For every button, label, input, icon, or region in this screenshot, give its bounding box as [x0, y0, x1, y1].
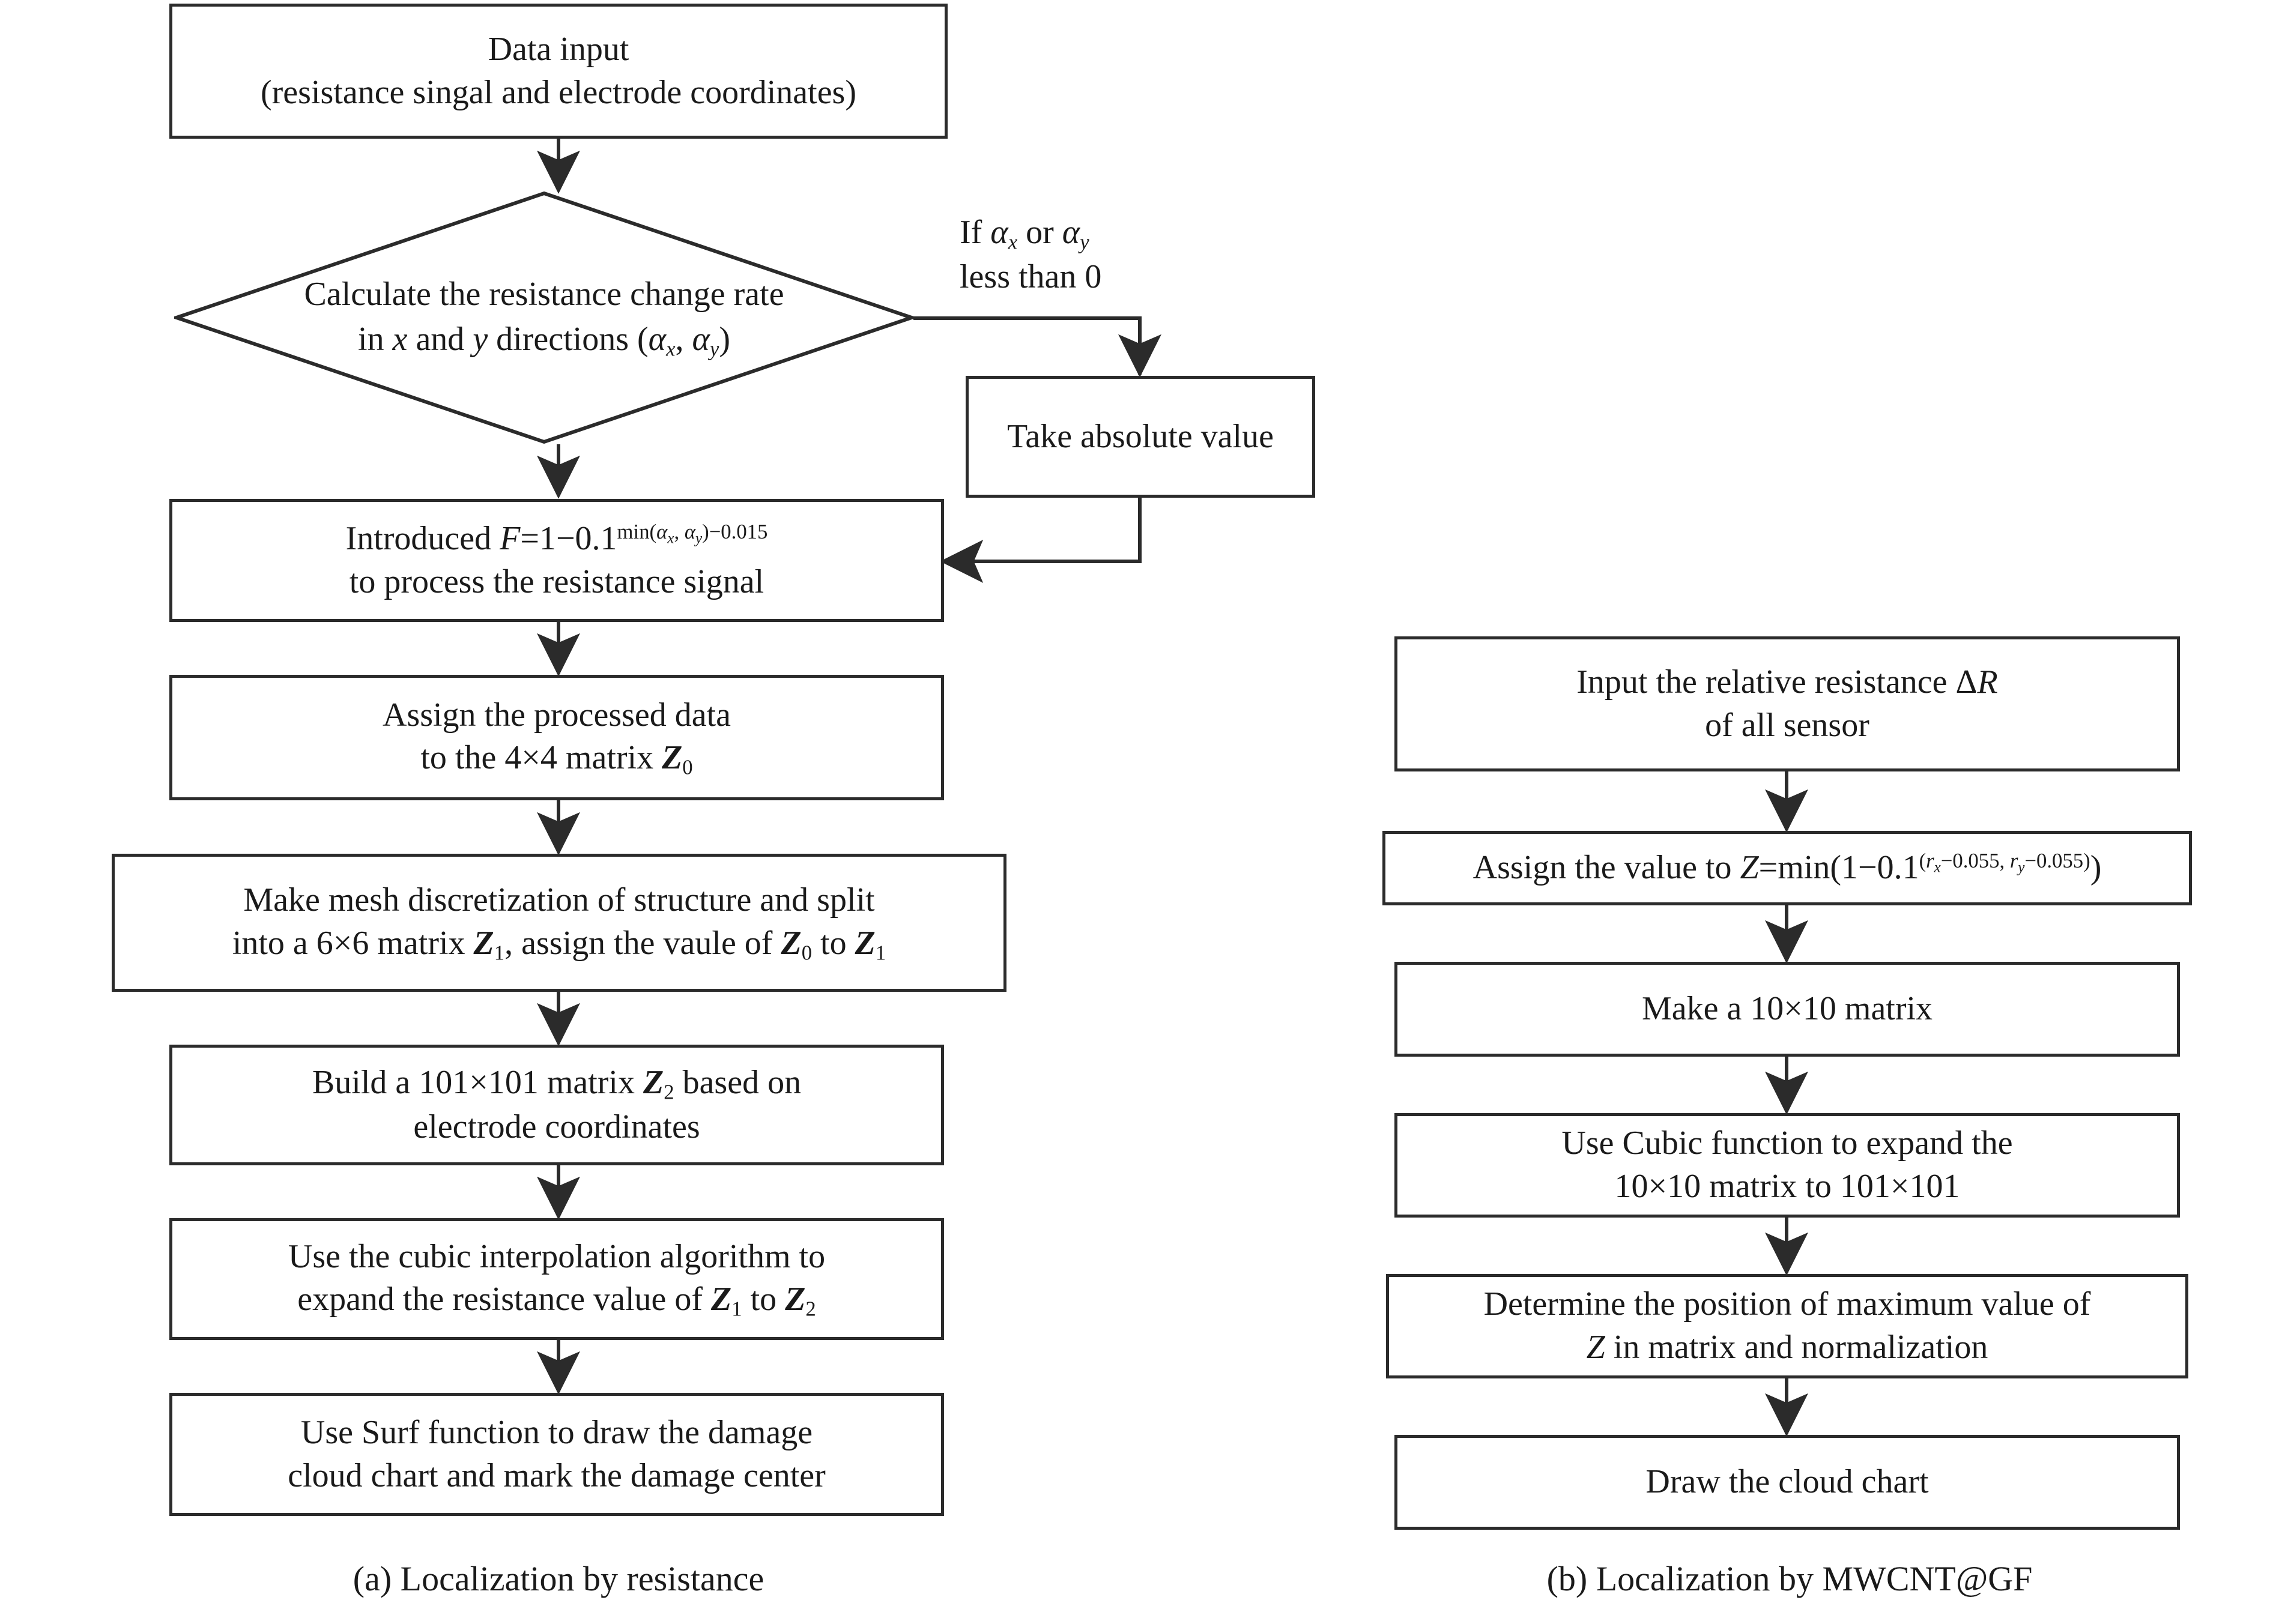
node-draw-cloud-chart[interactable]: Draw the cloud chart [1394, 1435, 2180, 1530]
text-line: Use the cubic interpolation algorithm to [288, 1237, 826, 1275]
node-calculate-change-rate-text: Calculate the resistance change rate in … [263, 272, 825, 363]
node-build-101-matrix-text: Build a 101×101 matrix Z2 based on elect… [181, 1061, 933, 1149]
text-line: to the 4×4 matrix Z0 [420, 739, 693, 779]
text-line: Input the relative resistance ΔR [1576, 663, 1998, 701]
node-make-10x10-matrix[interactable]: Make a 10×10 matrix [1394, 962, 2180, 1057]
text-line: electrode coordinates [413, 1108, 700, 1146]
node-mesh-discretization[interactable]: Make mesh discretization of structure an… [112, 854, 1006, 992]
text-line: Use Cubic function to expand the [1561, 1124, 2013, 1162]
node-input-relative-resistance[interactable]: Input the relative resistance ΔR of all … [1394, 636, 2180, 771]
text-line: Data input [488, 30, 629, 68]
text-line: Use Surf function to draw the damage [300, 1413, 813, 1451]
text-line: Assign the processed data [382, 696, 731, 734]
text-line: (resistance singal and electrode coordin… [260, 73, 856, 111]
node-assign-value-z-text: Assign the value to Z=min(1−0.1(rx−0.055… [1394, 847, 2181, 890]
caption-panel-b: (b) Localization by MWCNT@GF [1546, 1559, 2033, 1598]
caption-panel-a: (a) Localization by resistance [353, 1559, 764, 1598]
text-line: Assign the value to Z=min(1−0.1(rx−0.055… [1472, 849, 2102, 887]
text-line: expand the resistance value of Z1 to Z2 [297, 1281, 816, 1321]
text-line: cloud chart and mark the damage center [288, 1456, 826, 1494]
edge-a3-a4 [940, 498, 1142, 583]
node-cubic-expand[interactable]: Use Cubic function to expand the 10×10 m… [1394, 1113, 2180, 1218]
node-data-input[interactable]: Data input (resistance singal and electr… [169, 4, 948, 139]
node-cubic-interpolation-text: Use the cubic interpolation algorithm to… [181, 1236, 933, 1323]
exponent: (rx−0.055, ry−0.055) [1919, 849, 2090, 876]
node-take-absolute-value-text: Take absolute value [1007, 417, 1274, 455]
node-take-absolute-value[interactable]: Take absolute value [966, 376, 1315, 498]
node-data-input-text: Data input (resistance singal and electr… [181, 28, 936, 114]
text-line: Determine the position of maximum value … [1483, 1285, 2091, 1323]
node-surf-draw-damage[interactable]: Use Surf function to draw the damage clo… [169, 1393, 944, 1516]
text-line: Z in matrix and normalization [1586, 1329, 1988, 1366]
text-line: 10×10 matrix to 101×101 [1614, 1168, 1960, 1205]
text-line: Calculate the resistance change rate [304, 275, 784, 313]
text-line: less than 0 [960, 258, 1102, 296]
node-make-10x10-matrix-text: Make a 10×10 matrix [1641, 990, 1933, 1028]
node-assign-processed-data-text: Assign the processed data to the 4×4 mat… [181, 694, 933, 782]
node-draw-cloud-chart-text: Draw the cloud chart [1645, 1463, 1929, 1501]
edge-a2-a3 [913, 316, 1161, 378]
text-line: Make mesh discretization of structure an… [243, 881, 875, 919]
node-assign-processed-data[interactable]: Assign the processed data to the 4×4 mat… [169, 675, 944, 800]
edge-label-if-alpha-less-than-zero: If αx or αy less than 0 [960, 211, 1101, 299]
node-build-101-matrix[interactable]: Build a 101×101 matrix Z2 based on elect… [169, 1045, 944, 1165]
text-line: into a 6×6 matrix Z1, assign the vaule o… [232, 924, 886, 965]
node-input-relative-resistance-text: Input the relative resistance ΔR of all … [1406, 661, 2169, 747]
text-line: Introduced F=1−0.1min(αx, αy)−0.015 [345, 519, 768, 557]
text-line: to process the resistance signal [349, 563, 764, 600]
node-assign-value-z[interactable]: Assign the value to Z=min(1−0.1(rx−0.055… [1382, 831, 2192, 905]
diamond-shape [174, 191, 914, 444]
text-line: in x and y directions (αx, αy) [358, 320, 730, 361]
node-cubic-interpolation[interactable]: Use the cubic interpolation algorithm to… [169, 1218, 944, 1340]
text-line: of all sensor [1705, 706, 1869, 744]
node-cubic-expand-text: Use Cubic function to expand the 10×10 m… [1406, 1122, 2169, 1208]
node-surf-draw-damage-text: Use Surf function to draw the damage clo… [181, 1411, 933, 1497]
node-mesh-discretization-text: Make mesh discretization of structure an… [123, 879, 995, 967]
text-line: If αx or αy [960, 214, 1089, 254]
node-introduced-f-text: Introduced F=1−0.1min(αx, αy)−0.015 to p… [181, 518, 933, 603]
exponent: min(αx, αy)−0.015 [617, 519, 768, 547]
node-introduced-f[interactable]: Introduced F=1−0.1min(αx, αy)−0.015 to p… [169, 499, 944, 622]
node-determine-max-position-text: Determine the position of maximum value … [1397, 1283, 2177, 1369]
node-determine-max-position[interactable]: Determine the position of maximum value … [1386, 1274, 2188, 1378]
text-line: Build a 101×101 matrix Z2 based on [312, 1063, 802, 1104]
node-calculate-change-rate[interactable]: Calculate the resistance change rate in … [174, 191, 914, 444]
